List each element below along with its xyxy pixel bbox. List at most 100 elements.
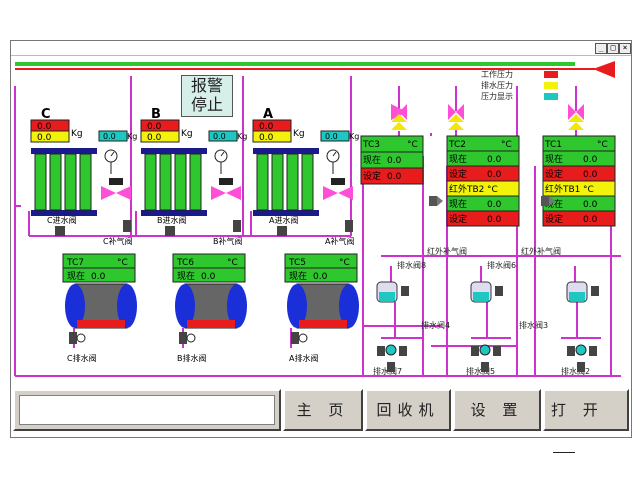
valve-icon[interactable]: [377, 346, 385, 356]
gate-valve-top-icon[interactable]: [391, 104, 407, 130]
tank-cyan-value: 0.0: [325, 132, 338, 141]
tc-row-value: 0.0: [487, 155, 502, 165]
maximize-button[interactable]: □: [607, 43, 619, 54]
drain-valve-icon[interactable]: [577, 362, 585, 372]
air-valve-icon[interactable]: [123, 220, 131, 232]
legend-label-drain: 排水压力: [481, 80, 513, 90]
drain-valve-label: A排水阀: [289, 353, 318, 363]
tc-row-label: 设定: [449, 168, 467, 180]
pump-icon[interactable]: [385, 344, 397, 356]
drain-valve-icon[interactable]: [387, 362, 395, 372]
side-valve-icon[interactable]: [429, 196, 443, 206]
tank-cyan-value: 0.0: [213, 132, 226, 141]
tc-row-value: 0.0: [487, 215, 502, 225]
side-valve-icon[interactable]: [541, 196, 555, 206]
tc3-set-label: 设定: [363, 170, 381, 182]
tc-now-label: 现在: [289, 270, 307, 282]
pump-icon[interactable]: [575, 344, 587, 356]
valve-icon[interactable]: [589, 346, 597, 356]
tc-id: TC5: [288, 258, 306, 268]
air-valve-label-right: 红外补气阀: [521, 246, 561, 256]
tc3-now-label: 现在: [363, 154, 381, 166]
tc-now-value: 0.0: [91, 272, 106, 282]
drain-valve-6-label: 排水阀6: [487, 260, 516, 270]
valve-icon[interactable]: [399, 346, 407, 356]
tc3-panel: TC3 °C 现在 0.0 设定 0.0: [360, 135, 424, 185]
air-valve-icon[interactable]: [233, 220, 241, 232]
air-valve-label: B补气阀: [213, 236, 243, 246]
drain-valve-icon[interactable]: [179, 332, 187, 344]
valve-icon[interactable]: [401, 286, 409, 296]
settings-button[interactable]: 设 置: [453, 389, 541, 431]
tank-red-value: 0.0: [147, 122, 162, 132]
message-panel: [13, 389, 281, 431]
tc-row-value: 0.0: [487, 200, 502, 210]
tank-red-value: 0.0: [259, 122, 274, 132]
alarm-line-2: 停止: [190, 95, 223, 114]
home-button[interactable]: 主 页: [283, 389, 363, 431]
tc-row-value: °C: [487, 185, 498, 195]
tank-yellow-value: 0.0: [37, 133, 52, 143]
tc-id: TC2: [448, 140, 466, 150]
tc-row-value: 0.0: [583, 170, 598, 180]
tc-unit: °C: [117, 258, 128, 268]
air-valve-label: C补气阀: [103, 236, 133, 246]
drain-valve-icon[interactable]: [481, 362, 489, 372]
tc-row-label: 现在: [449, 153, 467, 165]
pump-icon[interactable]: [479, 344, 491, 356]
legend: 工作压力 排水压力 压力显示: [481, 69, 558, 101]
tc-row-label: 设定: [449, 213, 467, 225]
drain-valve-4-label: 排水阀4: [421, 320, 450, 330]
message-area: [19, 395, 275, 425]
scada-window: _ □ × 工作压力 排水压力 压力显示: [10, 40, 632, 453]
open-button[interactable]: 打 开: [543, 389, 629, 453]
tc3-unit: °C: [407, 140, 418, 150]
valve-icon[interactable]: [591, 286, 599, 296]
tc-row-label: 红外TB1: [545, 183, 580, 195]
tank-cyan-unit: Kg: [349, 132, 359, 141]
air-valve-label: A补气阀: [325, 236, 354, 246]
tc-id: TC7: [66, 258, 84, 268]
legend-swatch: [544, 82, 558, 89]
alarm-stop-button[interactable]: 报警 停止: [181, 75, 233, 117]
valve-icon[interactable]: [567, 346, 575, 356]
recovery-button[interactable]: 回收机: [365, 389, 451, 431]
heater-column: [189, 153, 202, 211]
valve-icon[interactable]: [471, 346, 479, 356]
top-pressure-line: [15, 68, 595, 70]
tc-row-label: 设定: [545, 213, 563, 225]
legend-label-display: 压力显示: [481, 91, 513, 101]
inlet-valve-icon[interactable]: [165, 226, 175, 236]
gate-valve-top-icon[interactable]: [568, 104, 584, 130]
tc-now-value: 0.0: [313, 272, 328, 282]
gate-valve-top-icon[interactable]: [448, 104, 464, 130]
drain-valve-icon[interactable]: [69, 332, 77, 344]
drain-valve-icon[interactable]: [291, 332, 299, 344]
heater-column: [286, 153, 299, 211]
tc-row-value: 0.0: [583, 155, 598, 165]
minimize-button[interactable]: _: [595, 43, 607, 54]
drain-valve-label: C排水阀: [67, 353, 97, 363]
tc-unit: °C: [227, 258, 238, 268]
inlet-valve-icon[interactable]: [55, 226, 65, 236]
valve-icon: [323, 186, 338, 200]
tank-red-value: 0.0: [37, 122, 52, 132]
tc-row-label: 设定: [545, 168, 563, 180]
filter-vessel: [566, 281, 599, 372]
drain-valve-5-label: 排水阀5: [466, 366, 495, 376]
air-valve-label-mid: 红外补气阀: [427, 246, 467, 256]
valve-icon[interactable]: [493, 346, 501, 356]
drain-valve-8-label: 排水阀8: [397, 260, 426, 270]
inlet-valve-label: B进水阀: [157, 215, 187, 225]
valve-icon[interactable]: [495, 286, 503, 296]
close-button[interactable]: ×: [619, 43, 631, 54]
heater-column: [64, 153, 77, 211]
inlet-valve-icon[interactable]: [277, 226, 287, 236]
air-valve-icon[interactable]: [345, 220, 353, 232]
heater-column: [174, 153, 187, 211]
filter-vessel: [376, 281, 409, 372]
tc-now-value: 0.0: [201, 272, 216, 282]
